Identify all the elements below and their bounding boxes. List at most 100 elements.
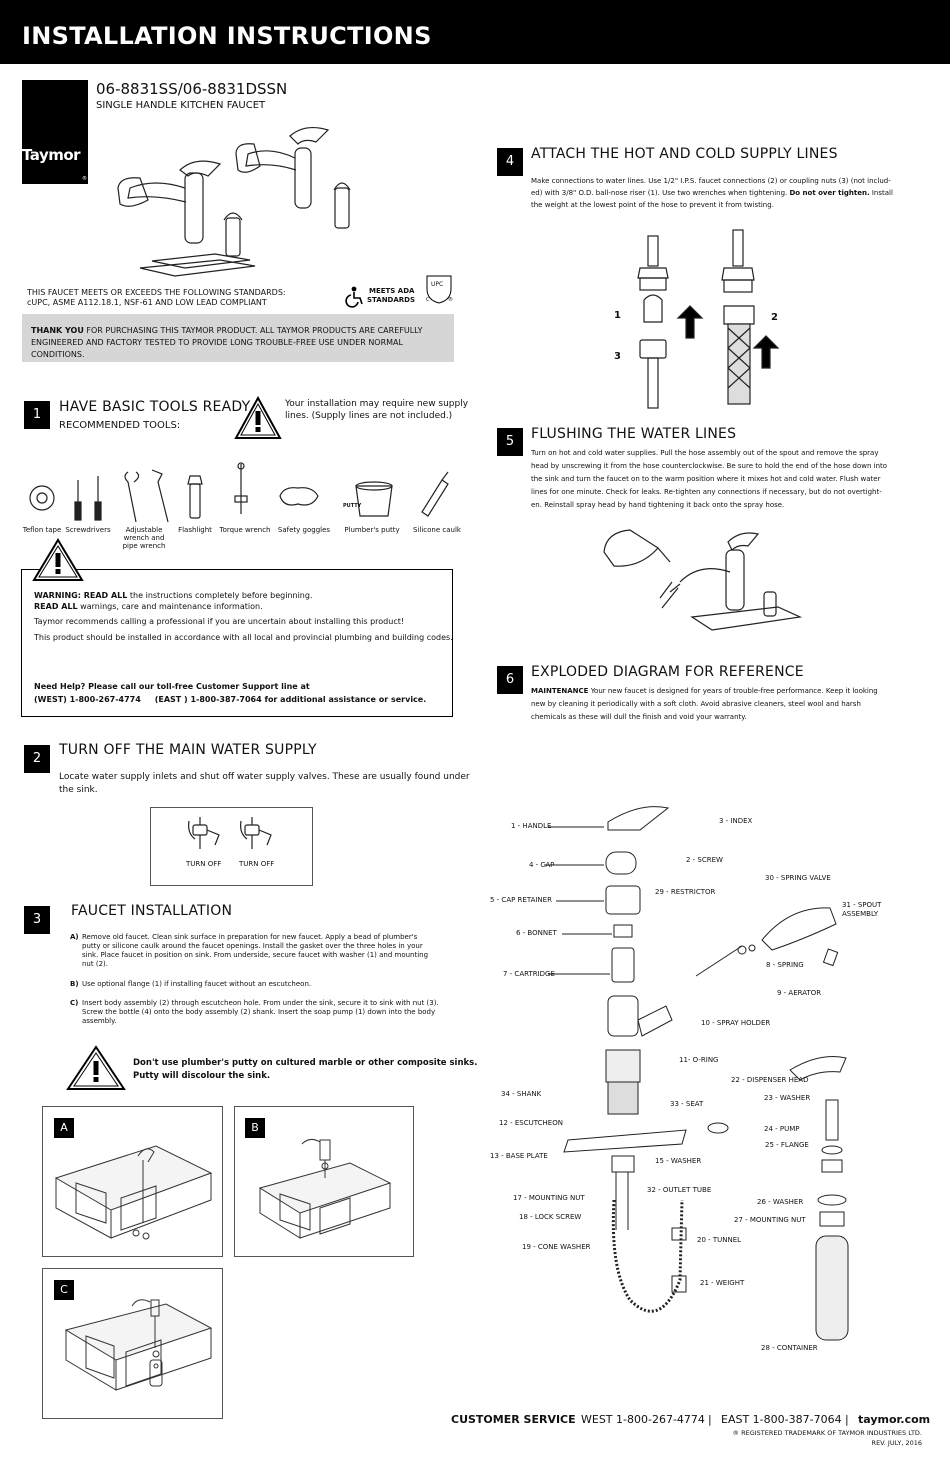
step-1-subtitle: RECOMMENDED TOOLS:	[59, 420, 181, 431]
standards-line2: cUPC, ASME A112.18.1, NSF-61 AND LOW LEA…	[27, 298, 267, 307]
part-label-5-cap-retainer: 5 - CAP RETAINER	[490, 896, 552, 904]
step-2-line2: the sink.	[59, 785, 98, 795]
footer-trademark: ® REGISTERED TRADEMARK OF TAYMOR INDUSTR…	[732, 1429, 922, 1437]
brand-logo-text: Taymor	[22, 146, 81, 164]
part-label-21-weight: 21 - WEIGHT	[700, 1279, 745, 1287]
part-label-4-cap: 4 - CAP	[529, 861, 555, 869]
part-label-34-shank: 34 - SHANK	[501, 1090, 542, 1098]
part-label-10-spray-holder: 10 - SPRAY HOLDER	[701, 1019, 771, 1027]
part-label-11-o-ring: 11- O-RING	[679, 1056, 719, 1064]
caution-line2: Putty will discolour the sink.	[133, 1071, 271, 1081]
turn-off-label-1: TURN OFF	[186, 860, 222, 868]
upc-certification-icon	[426, 275, 452, 304]
step-4-line1: Make connections to water lines. Use 1/2…	[531, 177, 891, 185]
footer-customer-service: CUSTOMER SERVICE	[451, 1413, 576, 1426]
thank-you-line1: FOR PURCHASING THIS TAYMOR PRODUCT. ALL …	[83, 326, 423, 335]
step-1-note-line2: lines. (Supply lines are not included.)	[285, 411, 453, 421]
step-3-b-label: B)	[70, 980, 79, 988]
step-3-c-label: C)	[70, 999, 79, 1007]
part-label-12-escutcheon: 12 - ESCUTCHEON	[499, 1119, 563, 1127]
valve-illustration-frame	[150, 807, 313, 886]
part-label-18-lock-screw: 18 - LOCK SCREW	[519, 1213, 582, 1221]
part-label-3-index: 3 - INDEX	[719, 817, 753, 825]
turn-off-label-2: TURN OFF	[239, 860, 275, 868]
step-1-number: 1	[24, 401, 50, 429]
warning-line2-text: warnings, care and maintenance informati…	[77, 602, 263, 611]
warning-help-line2: (WEST) 1-800-267-4774 (EAST ) 1-800-387-…	[34, 695, 427, 704]
step-6-title: EXPLODED DIAGRAM FOR REFERENCE	[531, 664, 804, 680]
sink-illustration-a	[54, 1145, 213, 1240]
step-5-number: 5	[497, 428, 523, 456]
tool-label-screwdrivers: Screwdrivers	[65, 526, 111, 534]
caution-icon-composite-sinks	[66, 1045, 126, 1090]
thank-you-line2: ENGINEERED AND FACTORY TESTED TO PROVIDE…	[31, 338, 403, 359]
step-3-a-line4: nut (2).	[82, 960, 108, 968]
tool-label-torque-wrench: Torque wrench	[219, 526, 271, 534]
step-4-line2-end: Install	[869, 189, 893, 197]
warning-line1-bold: WARNING: READ ALL	[34, 591, 128, 600]
step-3-a-label: A)	[70, 933, 79, 941]
part-label-31-spout: 31 - SPOUT	[842, 901, 882, 909]
shutoff-valve-illustration	[188, 817, 272, 849]
ada-line2: STANDARDS	[367, 296, 416, 304]
step-3-c-line3: assembly.	[82, 1017, 117, 1025]
step-4-line2: ed) with 3/8" O.D. ball-nose riser (1). …	[531, 189, 893, 198]
part-label-22-dispenser-head: 22 - DISPENSER HEAD	[731, 1076, 809, 1084]
upc-r: ®	[448, 297, 453, 303]
warning-line1: WARNING: READ ALL the instructions compl…	[34, 589, 313, 602]
footer-east-phone[interactable]: EAST 1-800-387-7064	[721, 1413, 842, 1426]
standards-line1: THIS FAUCET MEETS OR EXCEEDS THE FOLLOWI…	[27, 288, 286, 297]
step-3-title: FAUCET INSTALLATION	[71, 903, 233, 919]
warning-line2-bold: READ ALL	[34, 602, 78, 611]
supply-callout-3: 3	[614, 351, 621, 362]
part-label-26-washer: 26 - WASHER	[757, 1198, 804, 1206]
logo-registered-mark: ®	[82, 176, 87, 182]
part-label-20-tunnel: 20 - TUNNEL	[697, 1236, 742, 1244]
step-1-note-line1: Your installation may require new supply	[285, 399, 469, 409]
part-label-25-flange: 25 - FLANGE	[765, 1141, 809, 1149]
footer-separator-1: |	[708, 1413, 712, 1426]
step-3-b-line1: Use optional flange (1) if installing fa…	[82, 980, 312, 988]
wheelchair-icon	[345, 286, 363, 308]
panel-a-frame	[42, 1106, 223, 1257]
part-label-31-assembly: ASSEMBLY	[842, 910, 879, 918]
step-6-number: 6	[497, 666, 523, 694]
caution-icon	[234, 395, 282, 439]
tool-label-plumbers-putty: Plumber's putty	[344, 526, 400, 534]
part-label-33-seat: 33 - SEAT	[670, 1100, 704, 1108]
part-label-23-washer: 23 - WASHER	[764, 1094, 811, 1102]
step-2-line1: Locate water supply inlets and shut off …	[59, 772, 470, 782]
panel-b-frame	[234, 1106, 414, 1257]
step-3-a-line2: putty or silicone caulk around the fauce…	[82, 942, 423, 950]
step-3-a-line3: sink. Place faucet in position on sink. …	[82, 951, 429, 959]
footer-separator-2: |	[845, 1413, 849, 1426]
part-label-8-spring: 8 - SPRING	[766, 961, 804, 969]
panel-a-letter: A	[54, 1118, 74, 1138]
step-4-line2-bold: Do not over tighten.	[789, 189, 870, 197]
upc-text: UPC	[431, 281, 444, 288]
step-4-number: 4	[497, 148, 523, 176]
tool-label-silicone-caulk: Silicone caulk	[413, 526, 461, 534]
footer-west-phone[interactable]: WEST 1-800-267-4774	[581, 1413, 705, 1426]
warning-icon	[32, 538, 84, 581]
warning-line3: Taymor recommends calling a professional…	[34, 617, 405, 626]
supply-callout-1: 1	[614, 310, 621, 321]
exploded-parts-diagram	[544, 806, 849, 1341]
step-4-title: ATTACH THE HOT AND COLD SUPPLY LINES	[531, 146, 838, 162]
part-label-9-aerator: 9 - AERATOR	[777, 989, 822, 997]
tool-label-teflon-tape: Teflon tape	[22, 526, 62, 534]
warning-help-line1: Need Help? Please call our toll-free Cus…	[34, 682, 310, 691]
putty-tub-label: PUTTY	[343, 503, 362, 509]
part-label-30-spring-valve: 30 - SPRING VALVE	[765, 874, 831, 882]
step-3-c-line1: Insert body assembly (2) through escutch…	[82, 999, 439, 1007]
footer-website-link[interactable]: taymor.com	[858, 1413, 931, 1426]
part-label-24-pump: 24 - PUMP	[764, 1125, 800, 1133]
part-label-7-cartridge: 7 - CARTRIDGE	[503, 970, 555, 978]
tool-label-pipe-wrench: pipe wrench	[122, 542, 166, 550]
ada-line1: MEETS ADA	[369, 287, 415, 295]
part-label-15-washer: 15 - WASHER	[655, 1157, 702, 1165]
tool-label-safety-goggles: Safety goggles	[277, 526, 331, 534]
brand-logo	[22, 80, 88, 184]
footer-revision: REV. JULY, 2016	[871, 1439, 922, 1447]
sink-illustration-c	[64, 1299, 213, 1391]
